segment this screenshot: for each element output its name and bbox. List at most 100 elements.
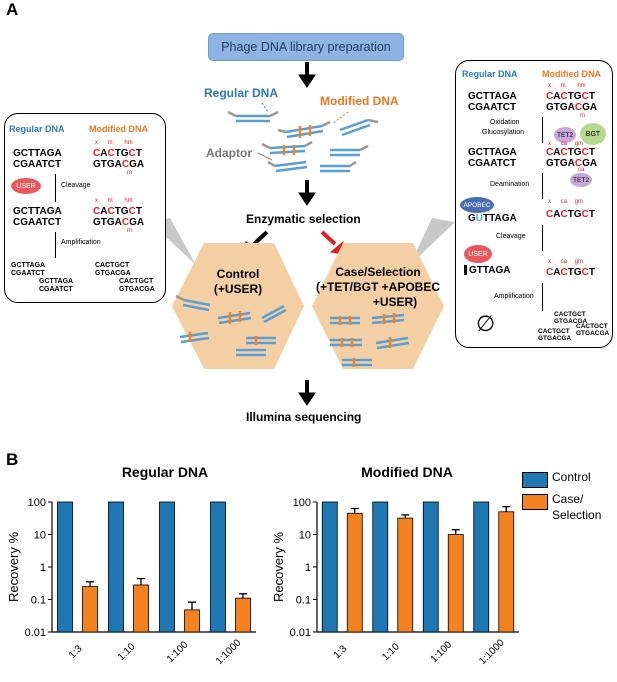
right-marks-4: x ca gm [548, 259, 583, 265]
case-title: Case/Selection [335, 265, 421, 279]
y-axis-label: Recovery % [271, 532, 286, 603]
library-prep-box: Phage DNA library preparation [208, 33, 404, 61]
x-tick-label: 1:1000 [477, 637, 507, 667]
left-marks-1: x m hm [95, 140, 133, 146]
control-subtitle: (+USER) [213, 282, 263, 296]
x-tick-label: 1:10 [380, 641, 402, 663]
y-tick-label: 1 [40, 562, 46, 574]
right-cleavage-label: Cleavage [496, 233, 526, 240]
adaptor-label: Adaptor [206, 146, 252, 160]
right-amp2-top: CACTGCT [538, 328, 570, 335]
x-tick-label: 1:1000 [214, 637, 244, 667]
right-reg-seq-bot-1: CGAATCT [468, 102, 517, 113]
mark-hm-2: hm [124, 198, 133, 204]
right-arrow-3 [542, 225, 543, 251]
mark-m: m [107, 140, 113, 146]
case-line-2: (+TET/BGT +APOBEC [315, 280, 440, 294]
deam-mod-seq: CACTGCT [546, 209, 595, 220]
legend-case-label-2: Selection [552, 508, 602, 522]
right-marks-2: x ca gm [548, 141, 583, 147]
left-detail-box: Regular DNA Modified DNA x m hm GCTTAGA … [4, 113, 166, 303]
modified-dna-label: Modified DNA [320, 94, 399, 108]
legend: Control Case/ Selection [522, 468, 614, 528]
right-marks-3: x ca gm [548, 199, 583, 205]
apobec-enzyme: APOBEC [460, 197, 494, 213]
y-tick-label: 0.01 [290, 627, 311, 639]
regular-dna-pointer [261, 102, 269, 113]
cleaved-mod-seq: CACTGCT [546, 267, 595, 278]
control-title: Control [216, 267, 260, 281]
dna-regular-2 [339, 118, 379, 137]
dna-regular-3 [330, 144, 369, 157]
y-tick-label: 0.1 [31, 595, 46, 607]
left-amp-reg2-bot: CGAATCT [39, 286, 73, 293]
tet2-label-2: TET2 [573, 176, 589, 184]
dna-modified-1 [277, 120, 331, 139]
right-reg-seq-top-2: GCTTAGA [468, 147, 517, 158]
right-reg-seq-bot-2: CGAATCT [468, 158, 517, 169]
case-hexagon [312, 243, 444, 369]
left-modified-heading: Modified DNA [89, 124, 148, 134]
r-mark-x-2: x [548, 141, 551, 147]
control-bar [321, 501, 338, 633]
case-bar [346, 512, 363, 633]
left-user-label: USER [16, 182, 36, 190]
panel-a-label: A [6, 0, 19, 19]
mark-x: x [95, 140, 98, 146]
x-tick-label: 1:10 [116, 641, 138, 663]
r-mark-gm-3: gm [574, 199, 584, 205]
case-bar [133, 584, 149, 633]
control-bar [159, 501, 175, 633]
library-dna-fragments [227, 110, 379, 173]
mark-m-2: m [107, 198, 113, 204]
y-tick-label: 1 [305, 562, 311, 574]
dna-regular-5 [320, 160, 357, 173]
right-regular-heading: Regular DNA [462, 69, 518, 79]
right-mark-bot-2: ca [578, 167, 585, 173]
case-bar [184, 609, 200, 633]
r-mark-gm-4: gm [574, 259, 584, 265]
right-mod-seq-bot-1: GTGACGA [546, 102, 598, 113]
y-tick-label: 100 [28, 497, 46, 509]
mark-x-2: x [95, 198, 98, 204]
right-amp1-top: CACTGCT [554, 311, 586, 318]
x-tick-label: 1:100 [165, 639, 191, 665]
left-amp-mod2-top: CACTGCT [119, 278, 154, 285]
x-tick-label: 1:3 [332, 643, 350, 661]
dna-regular-1 [227, 110, 279, 123]
library-prep-label: Phage DNA library preparation [221, 40, 391, 54]
r-mark-hm-1: hm [577, 83, 586, 89]
left-amp-reg1-bot: CGAATCT [11, 270, 45, 277]
r-mark-m-1: m [560, 83, 566, 89]
control-bar [210, 501, 226, 633]
left-amp-mod1-top: CACTGCT [95, 262, 130, 269]
cleaved-reg-text: GTTAGA [469, 265, 511, 276]
deam-reg-seq: GUTTAGA [468, 213, 517, 224]
left-amp-reg1-top: GCTTAGA [11, 262, 46, 269]
y-tick-label: 10 [299, 530, 311, 542]
control-bar [372, 501, 389, 633]
right-amp3-top: CACTGCT [576, 323, 608, 330]
y-tick-label: 10 [34, 530, 46, 542]
tet2-enzyme-2: TET2 [570, 173, 592, 187]
glucosylation-label: Glucosylation [482, 129, 525, 136]
right-reg-seq-top-1: GCTTAGA [468, 91, 517, 102]
dna-modified-2 [261, 140, 313, 155]
left-reg-seq-bot-2: CGAATCT [13, 217, 62, 228]
right-amp1-bot: GTGACGA [554, 318, 588, 325]
bgt-label: BGT [585, 130, 601, 138]
legend-control-label: Control [552, 470, 591, 484]
left-reg-seq-top-2: GCTTAGA [13, 206, 62, 217]
x-tick-label: 1:100 [429, 639, 455, 665]
left-mark-bot-1: m [127, 170, 132, 176]
case-bar [498, 511, 515, 633]
r-mark-ca-2: ca [560, 141, 568, 147]
case-dna-fragments [330, 313, 410, 367]
left-reg-seq-bot-1: CGAATCT [13, 159, 62, 170]
x-tick-label: 1:3 [67, 643, 85, 661]
adaptor-pointer [257, 152, 273, 161]
r-mark-ca-3: ca [560, 199, 568, 205]
control-bar [422, 501, 439, 633]
control-dna-fragments [175, 294, 287, 357]
legend-control-swatch [522, 472, 548, 488]
